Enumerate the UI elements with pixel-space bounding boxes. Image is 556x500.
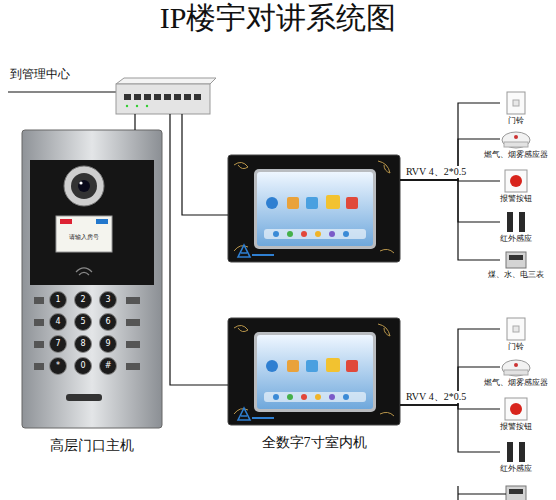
node-label: 报警按钮: [500, 422, 532, 431]
node-label: 红外感应: [500, 464, 532, 473]
node-label: 红外感应: [500, 234, 532, 243]
cable-connector: [400, 180, 500, 222]
key-label: *: [56, 362, 60, 371]
cable-connector: [400, 180, 500, 260]
key-label: 5: [80, 318, 85, 327]
bus-wire: [457, 486, 458, 500]
equipment-node: 高层门口主机: [22, 130, 162, 428]
device-node: 门铃: [500, 318, 532, 340]
key-label: 9: [105, 340, 110, 349]
network-switch: [116, 78, 216, 114]
key-label: #: [105, 362, 112, 371]
node-label: 燃气、烟雾感应器: [484, 378, 548, 387]
key-label: 3: [105, 296, 110, 305]
wire-label: 到管理中心: [10, 68, 70, 81]
bus-wire: [458, 493, 506, 494]
key-label: 6: [105, 318, 110, 327]
cable-connector: [134, 114, 135, 130]
device-node: 煤、水、电三表: [500, 252, 532, 268]
doorbell-icon: [507, 318, 525, 340]
infrared-sensor-icon: [507, 212, 525, 232]
screen-text: 请输入房号: [69, 234, 99, 241]
node-label: 报警按钮: [500, 194, 532, 203]
key-label: 4: [55, 318, 60, 327]
cable-spec: RVV 4、2*0.5: [405, 166, 467, 178]
key-label: 2: [80, 296, 85, 305]
key-label: 0: [80, 362, 85, 371]
door-station-illustration: [22, 130, 162, 428]
device-node: 报警按钮: [500, 398, 532, 420]
alarm-button-icon: [505, 398, 527, 420]
device-node: 报警按钮: [500, 170, 532, 192]
node-label: 燃气、烟雾感应器: [484, 150, 548, 159]
equipment-node: 全数字7寸室内机: [228, 318, 400, 425]
device-node: 红外感应: [500, 442, 532, 462]
cable-connector: [400, 103, 500, 180]
device-node: 门铃: [500, 92, 532, 114]
alarm-button-icon: [505, 170, 527, 192]
node-label: 门铃: [508, 116, 524, 125]
device-node: 燃气、烟雾感应器: [500, 358, 532, 376]
doorbell-icon: [507, 92, 525, 114]
infrared-sensor-icon: [507, 442, 525, 462]
monitor-illustration: [228, 318, 400, 425]
smoke-detector-icon: [502, 360, 530, 376]
node-label: 门铃: [508, 342, 524, 351]
equipment-node: [116, 84, 210, 114]
key-label: 8: [80, 340, 85, 349]
device-node: 红外感应: [500, 212, 532, 232]
node-label: 煤、水、电三表: [488, 270, 544, 279]
equipment-node: [228, 155, 400, 262]
cable-connector: [182, 114, 228, 215]
diagram-title: IP楼宇对讲系统图: [0, 0, 556, 36]
node-label: 全数字7寸室内机: [228, 434, 400, 451]
cable-connector: [170, 114, 228, 385]
cable-spec: RVV 4、2*0.5: [405, 391, 467, 403]
key-label: 1: [55, 296, 60, 305]
management-wire: [8, 91, 116, 92]
device-node: 燃气、烟雾感应器: [500, 130, 532, 148]
cable-connector: [400, 405, 500, 452]
cable-connector: [400, 329, 500, 405]
meter-icon: [506, 486, 526, 500]
key-label: 7: [55, 340, 60, 349]
node-label: 高层门口主机: [22, 437, 162, 454]
smoke-detector-icon: [502, 132, 530, 148]
monitor-illustration: [228, 155, 400, 262]
meter-icon: [506, 252, 526, 268]
cable-connector: [400, 139, 500, 180]
